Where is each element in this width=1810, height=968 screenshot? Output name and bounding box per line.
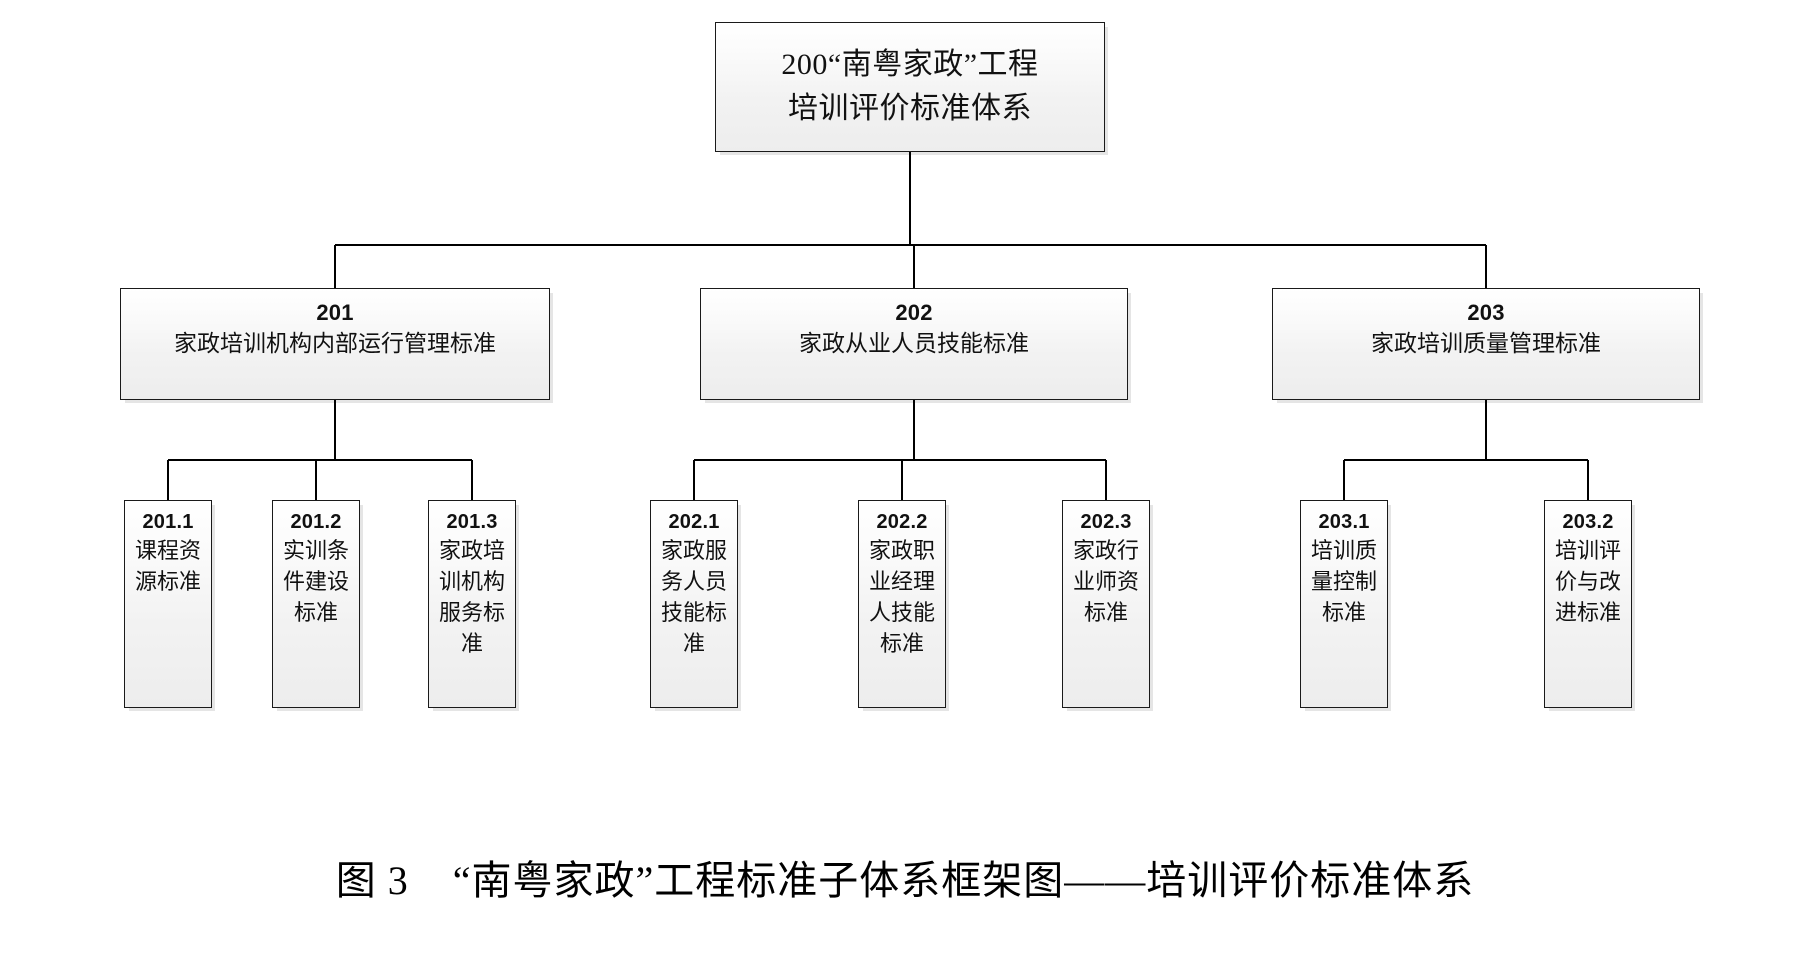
node-201-1[interactable]: 201.1 课程资源标准 <box>124 500 212 708</box>
node-202-2[interactable]: 202.2 家政职业经理人技能标准 <box>858 500 946 708</box>
node-201-2-number: 201.2 <box>290 511 342 533</box>
node-202-1[interactable]: 202.1 家政服务人员技能标准 <box>650 500 738 708</box>
node-201-number: 201 <box>316 300 354 325</box>
node-202-3-number: 202.3 <box>1080 511 1132 533</box>
node-201-1-number: 201.1 <box>142 511 194 533</box>
node-203-number: 203 <box>1467 300 1505 325</box>
node-201-2[interactable]: 201.2 实训条件建设标准 <box>272 500 360 708</box>
node-201-2-title: 实训条件建设标准 <box>282 538 349 625</box>
node-200-line2: 培训评价标准体系 <box>788 92 1032 125</box>
node-202[interactable]: 202 家政从业人员技能标准 <box>700 288 1128 400</box>
node-203-title: 家政培训质量管理标准 <box>1371 331 1601 356</box>
node-203[interactable]: 203 家政培训质量管理标准 <box>1272 288 1700 400</box>
node-202-3-title: 家政行业师资标准 <box>1072 538 1139 625</box>
node-202-1-title: 家政服务人员技能标准 <box>660 538 727 656</box>
node-201-title: 家政培训机构内部运行管理标准 <box>174 331 496 356</box>
node-201-3-number: 201.3 <box>446 511 498 533</box>
node-203-2[interactable]: 203.2 培训评价与改进标准 <box>1544 500 1632 708</box>
node-202-3[interactable]: 202.3 家政行业师资标准 <box>1062 500 1150 708</box>
node-203-2-number: 203.2 <box>1562 511 1614 533</box>
node-201[interactable]: 201 家政培训机构内部运行管理标准 <box>120 288 550 400</box>
node-202-2-number: 202.2 <box>876 511 928 533</box>
node-201-3-title: 家政培训机构服务标准 <box>438 538 505 656</box>
node-202-title: 家政从业人员技能标准 <box>799 331 1029 356</box>
node-203-2-title: 培训评价与改进标准 <box>1554 538 1621 625</box>
node-203-1-title: 培训质量控制标准 <box>1310 538 1377 625</box>
node-203-1-number: 203.1 <box>1318 511 1370 533</box>
node-202-2-title: 家政职业经理人技能标准 <box>868 538 935 656</box>
node-200-root[interactable]: 200“南粤家政”工程 培训评价标准体系 <box>715 22 1105 152</box>
node-201-1-title: 课程资源标准 <box>134 538 201 594</box>
node-200-line1: 200“南粤家政”工程 <box>781 48 1039 81</box>
node-202-1-number: 202.1 <box>668 511 720 533</box>
node-203-1[interactable]: 203.1 培训质量控制标准 <box>1300 500 1388 708</box>
node-202-number: 202 <box>895 300 933 325</box>
figure-caption: 图 3 “南粤家政”工程标准子体系框架图——培训评价标准体系 <box>335 858 1475 903</box>
node-201-3[interactable]: 201.3 家政培训机构服务标准 <box>428 500 516 708</box>
